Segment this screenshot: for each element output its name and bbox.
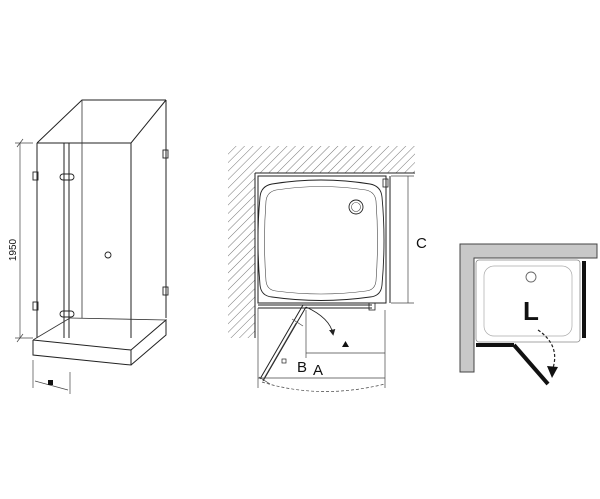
hinge-top-right (162, 149, 169, 159)
orientation-label: L (523, 296, 539, 326)
entry-triangle-icon (342, 341, 349, 347)
hinge-bottom-mid (59, 310, 75, 318)
hinge-top-mid (59, 173, 75, 181)
wall-hatch (228, 146, 415, 338)
swing-arrow-icon (547, 366, 558, 378)
enclosure-3d-view: 1950 (8, 99, 169, 394)
plan-view: A B C (228, 146, 427, 392)
hinge-bottom-left (32, 301, 39, 311)
height-label: 1950 (8, 238, 19, 261)
hinge-top-left (32, 171, 39, 181)
drain-icon (348, 199, 364, 215)
orientation-icon: L (459, 243, 598, 386)
orientation-drain-icon (525, 271, 537, 283)
door-knob-icon (104, 251, 112, 259)
shower-tray (257, 175, 387, 304)
wall-frame (459, 243, 598, 373)
width-marker (48, 380, 53, 385)
dimension-a-label: A (313, 362, 323, 379)
hinge-bottom-right (162, 286, 169, 296)
dimension-b-label: B (297, 359, 307, 376)
dimension-c-label: C (416, 235, 427, 252)
tray-basin (257, 179, 385, 301)
